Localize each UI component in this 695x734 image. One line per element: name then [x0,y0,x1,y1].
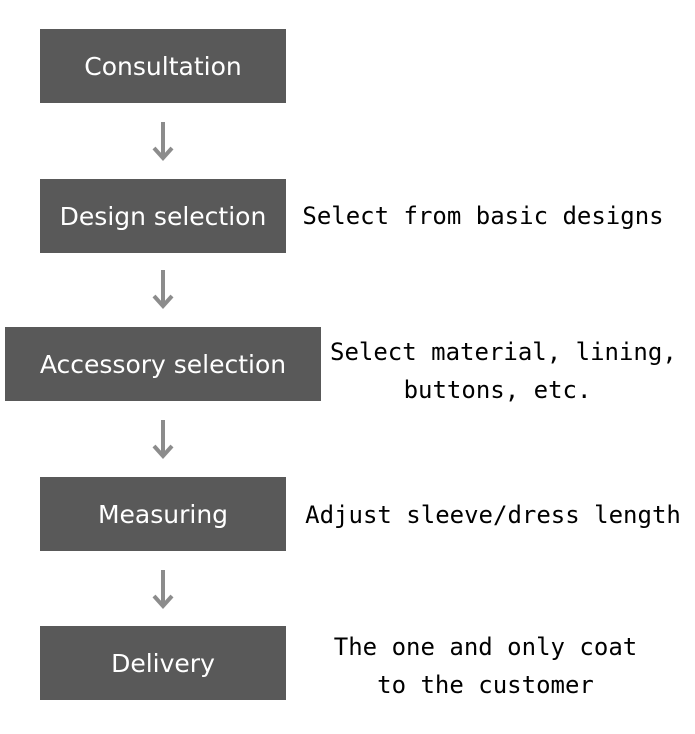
note-design-selection: Select from basic designs [298,197,668,235]
step-consultation: Consultation [40,29,286,103]
down-arrow-icon [152,570,174,609]
note-line: Select material, lining, [330,338,677,366]
note-line: to the customer [377,671,594,699]
down-arrow-icon [152,420,174,459]
step-label: Accessory selection [39,349,287,379]
step-measuring: Measuring [40,477,286,551]
note-line: Select from basic designs [302,202,664,230]
step-label: Measuring [97,499,229,529]
note-accessory-selection: Select material, lining, buttons, etc. [330,333,677,409]
note-line: The one and only coat [333,633,638,661]
note-line: buttons, etc. [403,376,592,404]
note-measuring: Adjust sleeve/dress length [298,496,688,534]
step-design-selection: Design selection [40,179,286,253]
step-accessory-selection: Accessory selection [5,327,321,401]
step-label: Design selection [59,201,267,231]
step-delivery: Delivery [40,626,286,700]
down-arrow-icon [152,270,174,309]
down-arrow-icon [152,122,174,161]
step-label: Consultation [84,51,242,81]
note-line: Adjust sleeve/dress length [305,501,681,529]
note-delivery: The one and only coat to the customer [318,628,653,704]
step-label: Delivery [111,648,215,678]
